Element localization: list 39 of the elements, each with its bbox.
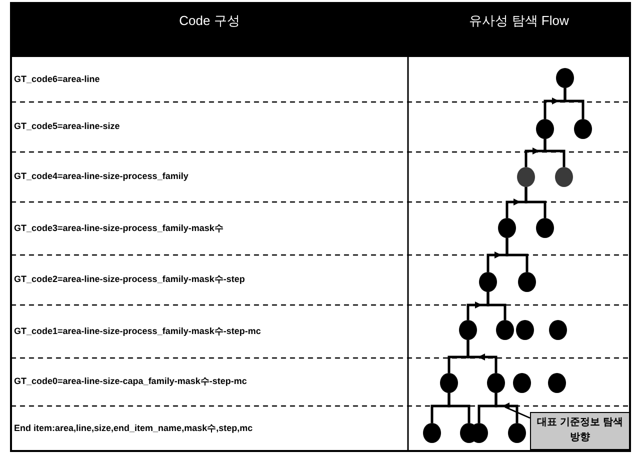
tree-node xyxy=(555,167,573,187)
tree-line xyxy=(448,393,470,423)
tree-line xyxy=(506,238,528,272)
code-text: GT_code0=area-line-size-capa_family-mask수-step-mc xyxy=(14,376,247,387)
arrow xyxy=(494,393,518,423)
tree-node xyxy=(479,272,497,292)
tree-node xyxy=(518,272,536,292)
tree-node xyxy=(517,167,535,187)
tree-node xyxy=(440,373,458,393)
tree-node xyxy=(556,68,574,88)
callout-box: 대표 기준정보 탐색 방향 xyxy=(530,412,630,450)
tree-node xyxy=(516,320,534,340)
tree-node xyxy=(498,218,516,238)
tree-node xyxy=(536,119,554,139)
code-text: GT_code2=area-line-size-process_family-mask수-step xyxy=(14,274,245,285)
code-text: GT_code5=area-line-size xyxy=(14,121,120,132)
tree-node xyxy=(513,373,531,393)
column-header: Code 구성 xyxy=(11,3,408,57)
tree-node xyxy=(536,218,554,238)
tree-node xyxy=(496,320,514,340)
tree-node xyxy=(423,423,441,443)
tree-line xyxy=(544,139,566,167)
tree-node xyxy=(548,373,566,393)
leader-line xyxy=(504,406,530,419)
tree-node xyxy=(549,320,567,340)
tree-line xyxy=(486,292,506,320)
code-text: GT_code3=area-line-size-process_family-mask수 xyxy=(14,222,224,234)
arrow xyxy=(466,340,498,373)
code-text: GT_code4=area-line-size-process_family xyxy=(14,171,188,182)
code-text: GT_code6=area-line xyxy=(14,74,100,84)
tree-node xyxy=(574,119,592,139)
tree-line xyxy=(524,187,546,218)
code-text: GT_code1=area-line-size-process_family-mask수-step-mc xyxy=(14,326,261,336)
tree-node xyxy=(459,320,477,340)
tree-node xyxy=(487,373,505,393)
tree-line xyxy=(564,88,584,119)
column-header: 유사성 탐색 Flow xyxy=(408,3,630,57)
code-text: End item:area,line,size,end_item_name,mask수,step,mc xyxy=(14,422,253,434)
tree-node xyxy=(508,423,526,443)
